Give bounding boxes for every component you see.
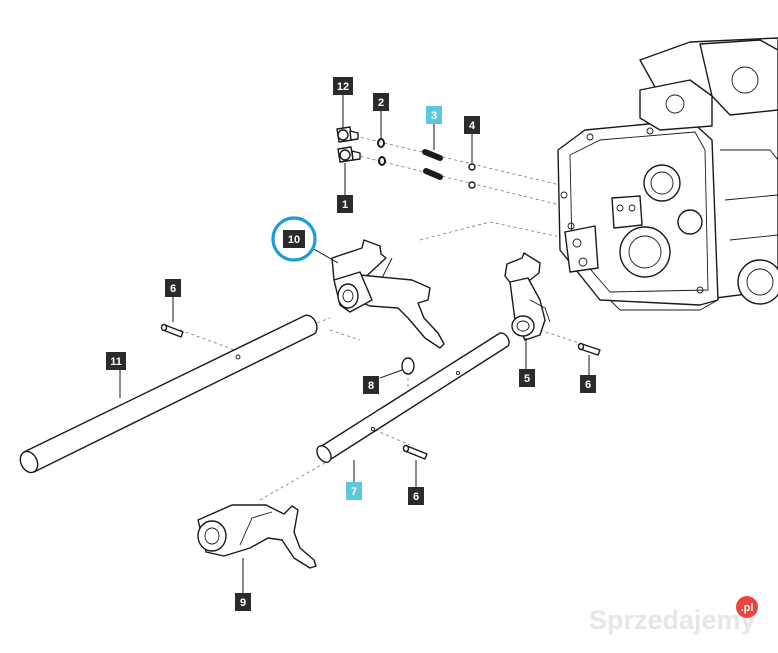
callout-label: 10 [288, 234, 300, 246]
o-rings [377, 138, 386, 166]
callout-label: 2 [378, 97, 384, 109]
shift-rod-7 [316, 332, 510, 463]
callout-label: 8 [368, 380, 374, 392]
callout-badges: 12 2 3 4 1 10 6 11 [106, 77, 596, 611]
callout-label: 12 [337, 81, 349, 93]
callout-5: 5 [519, 369, 535, 387]
watermark-text: Sprzedajemy [589, 605, 756, 635]
callout-label: 9 [240, 597, 246, 609]
callout-label: 1 [342, 199, 348, 211]
callout-11: 11 [106, 352, 126, 370]
highlight-ring [271, 216, 317, 262]
roll-pins [160, 323, 601, 460]
callout-leader-lines [119, 95, 590, 593]
shift-fork-5 [504, 252, 551, 341]
callout-label: 7 [351, 486, 357, 498]
callout-3: 3 [426, 106, 442, 124]
callout-label: 3 [431, 110, 437, 122]
gearbox-housing [557, 37, 778, 311]
springs [422, 149, 443, 180]
callout-9: 9 [235, 593, 251, 611]
watermark: Sprzedajemy .pl [589, 596, 758, 635]
watermark-badge-text: .pl [741, 602, 754, 614]
callout-7: 7 [346, 482, 362, 500]
callout-label: 6 [585, 379, 591, 391]
callout-4: 4 [464, 116, 480, 134]
detent-balls [468, 163, 476, 189]
callout-label: 11 [110, 356, 122, 368]
callout-10: 10 [283, 230, 305, 248]
callout-6: 6 [165, 279, 181, 297]
callout-12: 12 [333, 77, 353, 95]
watermark-badge-icon [736, 596, 758, 618]
callout-6: 6 [580, 375, 596, 393]
callout-6: 6 [408, 487, 424, 505]
plug-screws [336, 126, 361, 163]
callout-label: 6 [170, 283, 176, 295]
callout-2: 2 [373, 93, 389, 111]
expansion-plug [401, 357, 415, 375]
callout-label: 5 [524, 373, 530, 385]
assembly-guide-lines [179, 135, 586, 501]
shift-fork-9 [197, 504, 317, 569]
callout-label: 4 [469, 120, 476, 132]
shift-rod-11 [19, 314, 318, 474]
callout-1: 1 [337, 195, 353, 213]
callout-label: 6 [413, 491, 419, 503]
shift-fork-10 [331, 239, 445, 349]
callout-8: 8 [363, 376, 379, 394]
